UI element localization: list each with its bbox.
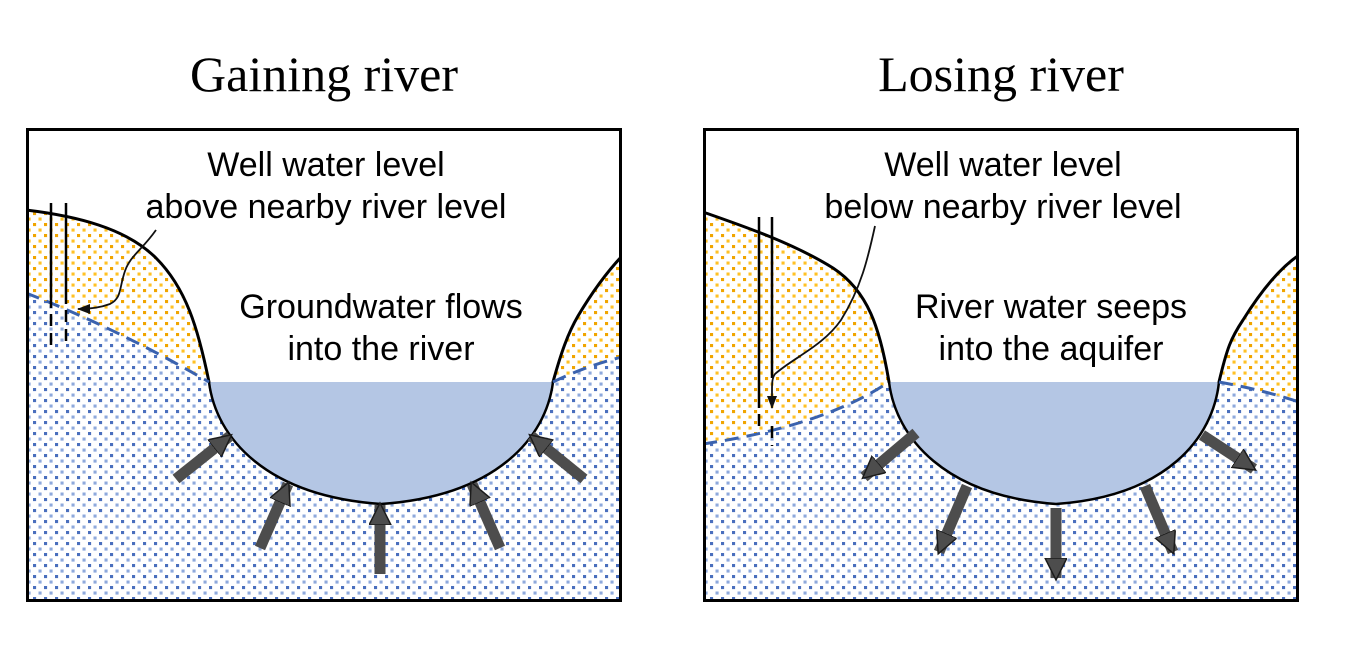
title-gaining-river: Gaining river bbox=[190, 46, 458, 102]
flow-label-line1: River water seeps bbox=[915, 288, 1187, 326]
flow-label-line2: into the aquifer bbox=[939, 330, 1164, 368]
well bbox=[49, 203, 68, 350]
ground-surface-left bbox=[26, 208, 211, 384]
ground-surface-right bbox=[1217, 253, 1299, 384]
flow-arrow bbox=[172, 431, 234, 484]
well bbox=[757, 217, 774, 446]
flow-arrow bbox=[466, 484, 506, 551]
leader-arrow-well-level bbox=[767, 225, 876, 409]
flow-arrow bbox=[527, 431, 588, 484]
flow-arrow bbox=[933, 483, 973, 552]
flow-label-line1: Groundwater flows bbox=[239, 288, 522, 326]
well-level-label-line1: Well water level bbox=[207, 146, 444, 184]
aquifer-zone bbox=[703, 382, 1299, 602]
flow-label-line2: into the river bbox=[287, 330, 474, 368]
flow-arrows-into-river bbox=[172, 431, 588, 574]
flow-arrow bbox=[1139, 483, 1179, 552]
water-table-line-right bbox=[1218, 380, 1299, 404]
river-water bbox=[209, 382, 553, 504]
well-level-label-line2: below nearby river level bbox=[824, 188, 1181, 226]
panel-border bbox=[26, 128, 622, 602]
leader-arrow-well-level bbox=[77, 229, 157, 314]
aquifer-zone bbox=[26, 293, 622, 602]
title-losing-river: Losing river bbox=[878, 46, 1124, 102]
water-table-line-right bbox=[552, 355, 622, 384]
flow-arrows-into-aquifer bbox=[860, 428, 1254, 578]
water-table-line-left bbox=[26, 291, 210, 384]
panel-border bbox=[703, 128, 1299, 602]
unsaturated-zone-left bbox=[703, 212, 889, 444]
panel-losing-river: Well water level below nearby river leve… bbox=[703, 128, 1299, 602]
ground-surface-right bbox=[551, 254, 622, 384]
panel-gaining-river: Well water level above nearby river leve… bbox=[26, 128, 622, 602]
well-level-label-line1: Well water level bbox=[884, 146, 1121, 184]
unsaturated-zone-right bbox=[553, 256, 622, 382]
river-water bbox=[889, 382, 1219, 504]
flow-arrow bbox=[860, 428, 920, 482]
ground-surface-left bbox=[703, 210, 891, 384]
flow-arrow bbox=[1198, 430, 1254, 474]
unsaturated-zone-right bbox=[1219, 255, 1299, 402]
flow-arrow bbox=[254, 484, 294, 551]
water-table-line-left bbox=[703, 380, 890, 446]
well-level-label-line2: above nearby river level bbox=[146, 188, 507, 226]
